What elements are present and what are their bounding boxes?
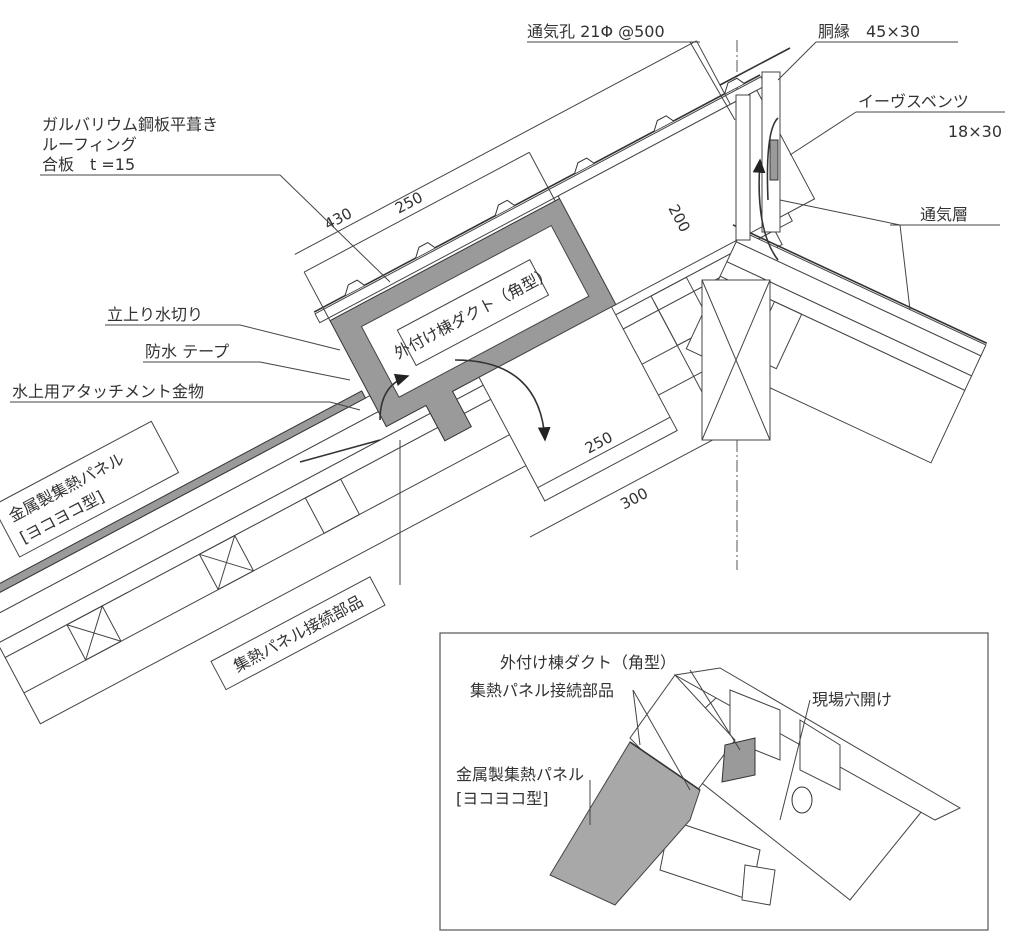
ridge-wall — [735, 94, 751, 241]
inset-panel-label-2: [ヨコヨコ型] — [456, 789, 549, 808]
callout-furring: 胴縁 45×30 — [818, 22, 920, 41]
callout-roofing-1: ガルバリウム鋼板平葺き — [42, 115, 218, 134]
callout-upturn-flashing: 立上り水切り — [107, 305, 203, 324]
airflow-arrow-exhaust — [752, 158, 779, 261]
callout-attachment: 水上用アタッチメント金物 — [12, 382, 204, 401]
leader-lines — [10, 41, 1005, 411]
inset-perspective: 外付け棟ダクト（角型） 集熱パネル接続部品 現場穴開け 金属製集熱パネル [ヨコ… — [439, 632, 989, 931]
callout-eaves-vents-size: 18×30 — [948, 122, 1002, 141]
inset-connector-label: 集熱パネル接続部品 — [470, 681, 614, 700]
callout-vent-layer: 通気層 — [920, 205, 968, 224]
airflow-arrow-down — [454, 359, 551, 442]
dim-250-top: 250 — [392, 188, 426, 217]
callout-eaves-vents: イーヴスベンツ — [858, 92, 969, 111]
callout-roofing-3: 合板 t =15 — [42, 155, 135, 174]
connector-label-box — [210, 576, 386, 691]
airflow-arrow-up — [379, 373, 410, 421]
inset-panel-label-1: 金属製集熱パネル — [456, 765, 584, 784]
field-drilled-hole — [791, 786, 813, 814]
duct-hole-area — [478, 306, 678, 502]
inset-hole-label: 現場穴開け — [812, 690, 892, 709]
callout-roofing-2: ルーフィング — [42, 135, 137, 154]
eaves-vents — [769, 139, 779, 181]
duct-label-box — [396, 259, 550, 367]
left-roof-slope: 外付け棟ダクト（角型） 250 430 250 300 金属製集熱パネル [ヨコ… — [0, 40, 816, 725]
dim-430: 430 — [321, 204, 355, 233]
ridge-post — [701, 279, 771, 441]
callout-waterproof-tape: 防水 テープ — [145, 342, 229, 361]
callout-vent-hole: 通気孔 21Φ @500 — [527, 22, 665, 41]
panel-label-box — [0, 420, 180, 558]
inset-duct-label: 外付け棟ダクト（角型） — [500, 653, 676, 672]
collector-panel-surface — [0, 390, 367, 606]
